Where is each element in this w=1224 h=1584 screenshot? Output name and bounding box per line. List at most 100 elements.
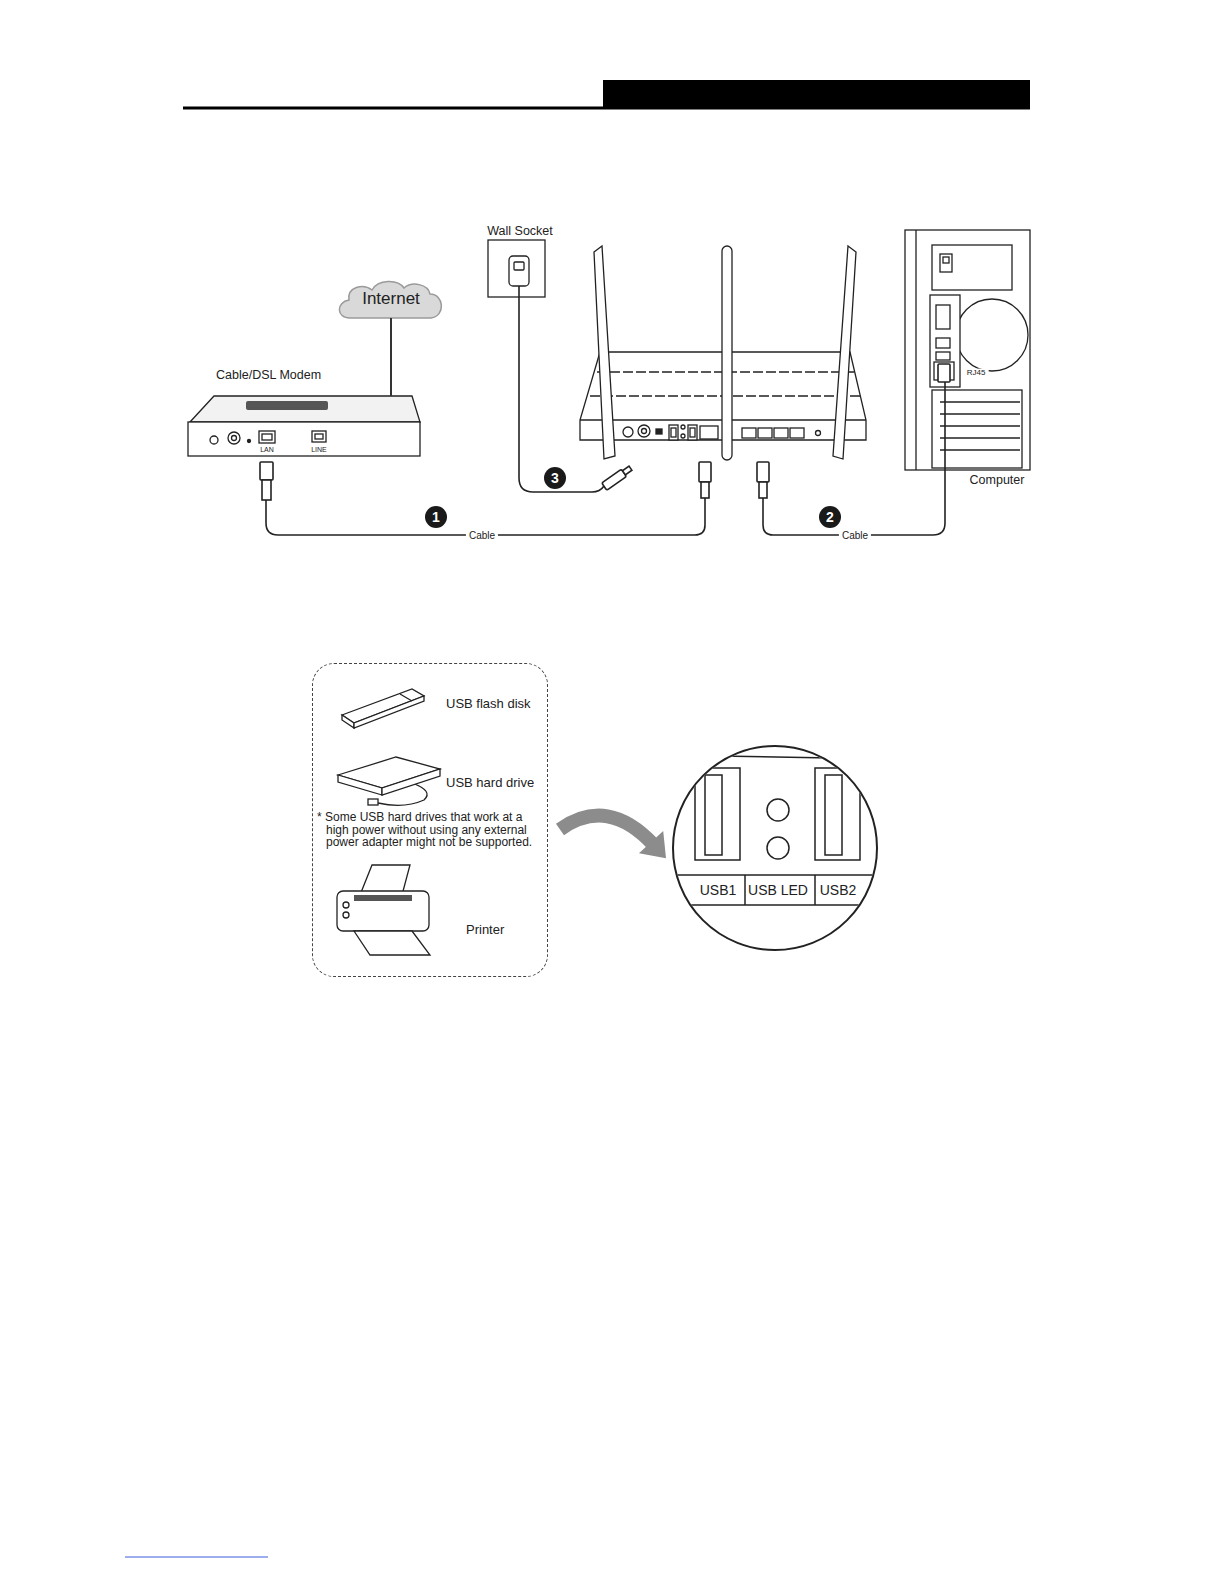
usb-port-closeup (672, 904, 878, 906)
port-label: LAN (260, 446, 274, 454)
computer-drawing (940, 437, 1020, 438)
computer-drawing (940, 401, 1020, 402)
network-cables (701, 482, 709, 498)
wall-socket-drawing (488, 240, 545, 297)
router-drawing (742, 428, 756, 438)
usb-device-icons (368, 799, 378, 805)
router-drawing (758, 428, 772, 438)
connector (560, 816, 666, 859)
router-drawing (638, 425, 650, 437)
node-text: USB LED (748, 882, 808, 898)
router-drawing (688, 425, 697, 440)
wall-socket-drawing (488, 240, 545, 297)
modem-drawing (188, 396, 420, 456)
usb-port-closeup (695, 768, 740, 860)
computer-drawing (905, 230, 1030, 470)
usb-device-icons (400, 694, 412, 701)
usb-device-icons (382, 769, 440, 795)
usb-device-icons (337, 891, 429, 931)
connector (391, 318, 392, 396)
node-text: Computer (970, 473, 1025, 487)
router-drawing (623, 427, 633, 437)
router-drawing (816, 431, 821, 436)
connector-line (390, 318, 392, 396)
usb-device-icons (342, 715, 354, 728)
computer-drawing (943, 257, 949, 263)
power-cord (602, 465, 633, 491)
computer-drawing (940, 425, 1020, 426)
port-label: LINE (311, 446, 327, 454)
network-cables (260, 364, 950, 535)
modem-drawing (248, 440, 251, 443)
node-text: Internet (335, 289, 447, 309)
usb-port-closeup (744, 875, 746, 905)
wall-socket-drawing (514, 262, 524, 270)
node-text: * Some USB hard drives that work at a hi… (317, 811, 545, 849)
router-drawing (642, 429, 647, 434)
usb-port-closeup (815, 768, 860, 860)
usb-device-icons (354, 895, 412, 901)
modem-drawing (228, 432, 240, 444)
usb-port-closeup (767, 799, 789, 821)
router-drawing (790, 428, 804, 438)
cable-label: Cable (466, 530, 498, 541)
cloud-node: Internet (335, 278, 447, 320)
node-text: Cable/DSL Modem (216, 368, 321, 382)
network-cables (763, 382, 945, 535)
router-drawing (681, 434, 685, 438)
usb-device-icons (354, 696, 424, 728)
usb-port-closeup (825, 775, 842, 855)
usb-closeup-circle: USB1USB LEDUSB2 (672, 745, 878, 951)
page-header (603, 80, 1030, 108)
modem-drawing (262, 434, 272, 440)
modem-node: Cable/DSL Modem (188, 392, 420, 456)
usb-port-closeup (672, 755, 878, 759)
computer-drawing (940, 413, 1020, 414)
callout-number: 3 (544, 467, 566, 489)
power-cord (519, 286, 604, 492)
computer-drawing (936, 352, 950, 360)
modem-drawing (312, 431, 326, 442)
modem-drawing (232, 436, 237, 441)
network-cables (699, 462, 711, 482)
router-drawing (690, 428, 695, 437)
page-header (183, 80, 1030, 108)
router-drawing (681, 425, 685, 429)
computer-drawing (956, 299, 1028, 371)
router-drawing (774, 428, 788, 438)
modem-drawing (188, 422, 420, 456)
computer-drawing (940, 449, 1020, 450)
arrow-head (639, 831, 666, 858)
node-text: Wall Socket (487, 224, 553, 238)
modem-drawing (210, 436, 218, 444)
router-drawing (669, 425, 678, 440)
computer-drawing (905, 230, 1030, 470)
modem-drawing (315, 434, 323, 439)
computer-drawing (930, 295, 960, 387)
footer-link-line (125, 1557, 268, 1558)
usb-port-closeup (672, 755, 878, 905)
node-text: USB2 (820, 882, 857, 898)
usb-port-closeup (767, 837, 789, 859)
router-drawing (656, 429, 662, 434)
computer-node: Computer (903, 228, 1031, 492)
router-drawing (671, 428, 676, 437)
modem-drawing (190, 396, 420, 422)
usb-device-icons (354, 931, 430, 955)
router-drawing (580, 246, 866, 460)
router-drawing (722, 246, 732, 460)
modem-drawing (259, 431, 275, 443)
usb-device-icons (343, 912, 349, 918)
usb-port-closeup (814, 875, 816, 905)
footer-link-line (125, 1557, 268, 1558)
callout-number: 1 (425, 506, 447, 528)
node-text: Printer (466, 923, 504, 938)
router-drawing (594, 246, 615, 459)
modem-drawing (246, 401, 328, 410)
router-drawing (700, 426, 718, 439)
usb-port-closeup (672, 755, 878, 905)
usb-device-icons (343, 902, 349, 908)
